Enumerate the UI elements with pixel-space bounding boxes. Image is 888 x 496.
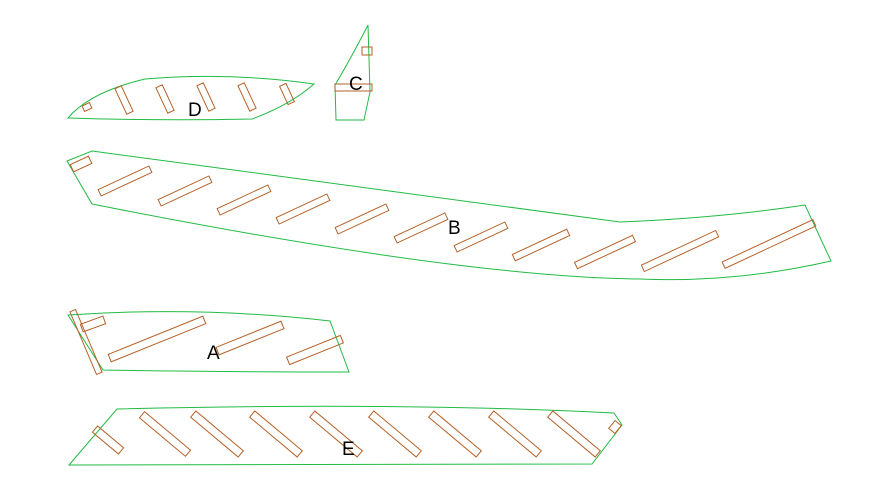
slot (69, 155, 93, 173)
piece-a-outline (67, 311, 350, 373)
slot (216, 184, 272, 216)
slot (237, 82, 257, 112)
piece-b-label: B (448, 218, 461, 239)
slot (196, 82, 216, 112)
slot (367, 410, 423, 458)
slot (487, 410, 543, 458)
piece-c-slots (334, 46, 373, 92)
slot (157, 175, 213, 207)
piece-b-slots (69, 155, 817, 273)
piece-d-label: D (188, 100, 202, 121)
slot (361, 46, 373, 56)
slot (215, 320, 285, 356)
slot (308, 410, 364, 458)
slot (155, 84, 175, 114)
slot (546, 410, 602, 458)
slot (453, 221, 509, 253)
slot (573, 234, 637, 270)
slot (721, 219, 817, 269)
slot (114, 85, 134, 115)
piece-c[interactable]: C (334, 24, 373, 121)
piece-d-outline (66, 75, 316, 121)
slot (511, 228, 571, 262)
slot (91, 425, 125, 455)
slot (97, 165, 153, 197)
piece-e-slots (91, 410, 622, 458)
piece-e-label: E (342, 439, 355, 460)
slot (107, 315, 207, 363)
slot (334, 203, 390, 235)
slot (81, 101, 93, 113)
slot (189, 410, 245, 458)
piece-b-outline (66, 150, 832, 281)
piece-e[interactable]: E (67, 405, 623, 466)
piece-b[interactable]: B (66, 150, 832, 281)
slot (393, 212, 449, 244)
slot (138, 410, 192, 458)
slot (278, 82, 296, 106)
slot (285, 334, 345, 366)
slot (69, 308, 103, 376)
slot (248, 410, 304, 458)
piece-d[interactable]: D (66, 75, 316, 121)
piece-c-outline (334, 24, 371, 121)
slot (79, 315, 107, 333)
piece-a[interactable]: A (67, 308, 350, 376)
piece-c-label: C (349, 74, 363, 95)
slot (640, 229, 720, 273)
piece-a-label: A (207, 343, 220, 364)
slot (334, 83, 373, 92)
piece-e-outline (67, 405, 623, 466)
slot (275, 193, 331, 225)
slot (427, 410, 483, 458)
piece-a-slots (69, 308, 345, 376)
piece-d-slots (81, 82, 296, 115)
slot (608, 419, 622, 435)
